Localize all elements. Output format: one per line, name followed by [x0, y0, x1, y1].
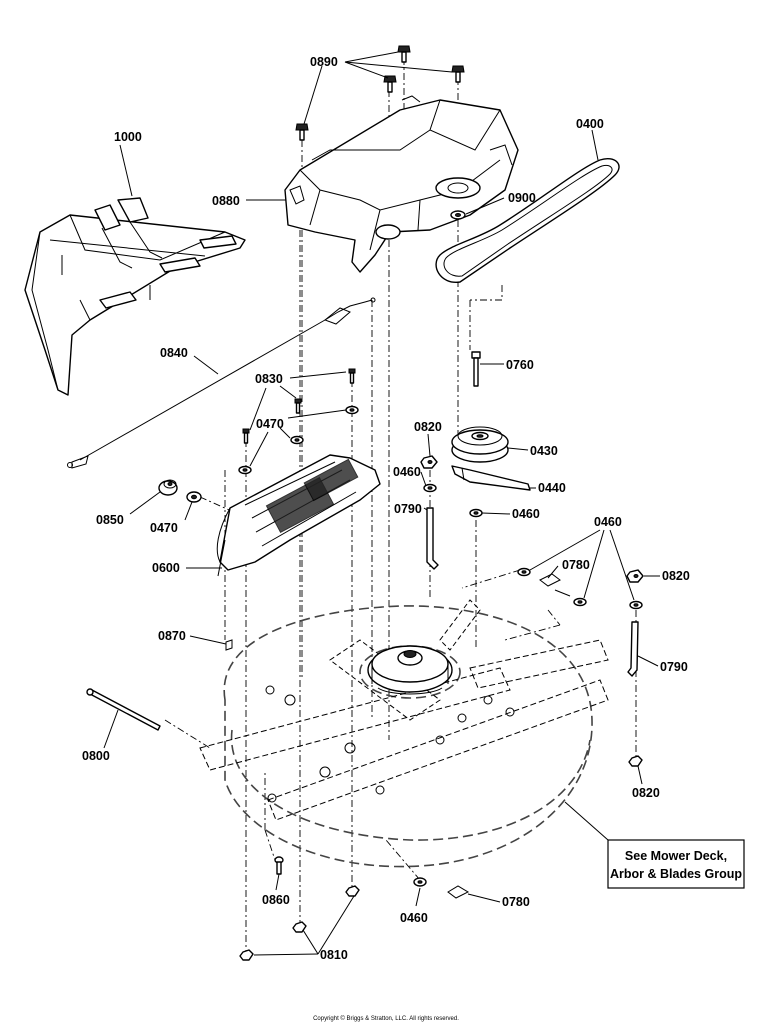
label-0400: 0400 — [576, 117, 604, 131]
reference-line-2: Arbor & Blades Group — [610, 867, 742, 881]
label-0440: 0440 — [538, 481, 566, 495]
rod-part-0790-right — [627, 621, 639, 677]
copyright-notice: Copyright © Briggs & Stratton, LLC. All … — [313, 1015, 459, 1022]
clip-part-0780-upper — [539, 573, 571, 597]
label-0460-center: 0460 — [393, 465, 421, 479]
label-0800: 0800 — [82, 749, 110, 763]
clip-part-0780-lower — [447, 885, 470, 899]
nut-part-0850 — [158, 479, 178, 496]
label-1000: 1000 — [114, 130, 142, 144]
nut-part-0820-deck — [628, 755, 643, 767]
label-0820-center: 0820 — [414, 420, 442, 434]
bolt-part-0760 — [471, 351, 481, 387]
washer-part-0470-lower — [186, 491, 202, 503]
nuts-part-0810 — [239, 885, 360, 961]
label-0460-lower: 0460 — [400, 911, 428, 925]
washer-part-0900 — [450, 210, 466, 220]
label-0760: 0760 — [506, 358, 534, 372]
washer-part-0460-center — [423, 483, 437, 493]
label-0820-deck: 0820 — [632, 786, 660, 800]
deck-cover-part-0880 — [284, 95, 519, 273]
washer-part-0460-right — [469, 508, 483, 518]
clip-part-0870 — [225, 639, 233, 651]
label-0840: 0840 — [160, 346, 188, 360]
label-0880: 0880 — [212, 194, 240, 208]
mower-deck-reference-box: See Mower Deck, Arbor & Blades Group — [607, 839, 745, 889]
washer-part-0460-right-group — [517, 567, 643, 610]
nut-part-0820-center — [420, 455, 438, 469]
belt-guard-part-0600 — [216, 454, 381, 577]
label-0870: 0870 — [158, 629, 186, 643]
label-0850: 0850 — [96, 513, 124, 527]
label-0600: 0600 — [152, 561, 180, 575]
label-0890: 0890 — [310, 55, 338, 69]
label-0460-right-group: 0460 — [594, 515, 622, 529]
label-0790-center: 0790 — [394, 502, 422, 516]
rod-part-0790-center — [426, 507, 439, 570]
label-0900: 0900 — [508, 191, 536, 205]
nut-part-0820-right — [626, 569, 644, 583]
idler-pulley-part-0430 — [451, 426, 509, 463]
label-0810: 0810 — [320, 948, 348, 962]
label-0820-right: 0820 — [662, 569, 690, 583]
reference-line-1: See Mower Deck, — [625, 849, 727, 863]
pin-part-0860 — [274, 856, 284, 875]
label-0430: 0430 — [530, 444, 558, 458]
label-0460-right: 0460 — [512, 507, 540, 521]
mower-deck-outline — [199, 599, 609, 868]
label-0470-upper: 0470 — [256, 417, 284, 431]
label-0790-right: 0790 — [660, 660, 688, 674]
label-0830: 0830 — [255, 372, 283, 386]
part-labels: 0890 1000 0880 0400 0900 0840 0830 0760 … — [82, 55, 690, 962]
leader-lines — [103, 51, 660, 956]
idler-arm-part-0440 — [451, 465, 531, 491]
label-0860: 0860 — [262, 893, 290, 907]
grass-deflector-part-1000 — [24, 197, 246, 396]
label-0470-lower: 0470 — [150, 521, 178, 535]
label-0780-lower: 0780 — [502, 895, 530, 909]
rod-part-0800 — [86, 688, 161, 731]
washer-part-0460-lower — [413, 877, 427, 887]
label-0780-upper: 0780 — [562, 558, 590, 572]
bolts-part-0830 — [242, 368, 356, 444]
cable-part-0840 — [67, 297, 376, 469]
belt-part-0400 — [435, 158, 620, 283]
washers-part-0470-upper — [238, 405, 359, 475]
